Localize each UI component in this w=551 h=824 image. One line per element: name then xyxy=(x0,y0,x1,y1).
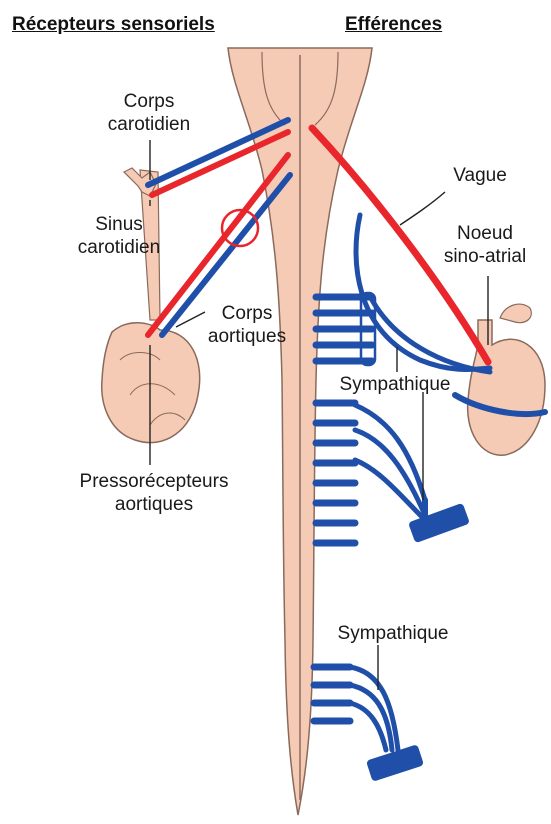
sympathetic-chain-lower xyxy=(314,667,398,750)
heart-right xyxy=(468,320,545,455)
label-sinus-carotidien-line1: Sinus xyxy=(64,213,174,236)
label-pressorecepteurs-line2: aortiques xyxy=(64,493,244,516)
label-pressorecepteurs-line1: Pressorécepteurs xyxy=(64,470,244,493)
label-vague: Vague xyxy=(440,164,520,187)
header-efferents: Efférences xyxy=(345,14,442,36)
label-noeud-line1: Noeud xyxy=(430,222,540,245)
label-corps-aortiques: Corps aortiques xyxy=(192,302,302,348)
header-sensory-receptors: Récepteurs sensoriels xyxy=(12,14,215,36)
label-noeud-line2: sino-atrial xyxy=(430,245,540,268)
label-sympathique-lower: Sympathique xyxy=(323,622,463,645)
label-corps-carotidien-line1: Corps xyxy=(94,90,204,113)
label-sinus-carotidien: Sinus carotidien xyxy=(64,213,174,259)
label-pressorecepteurs: Pressorécepteurs aortiques xyxy=(64,470,244,516)
sympathetic-ganglion-lower xyxy=(366,744,424,782)
label-corps-aortiques-line1: Corps xyxy=(192,302,302,325)
label-corps-carotidien: Corps carotidien xyxy=(94,90,204,136)
heart-right-vessels xyxy=(500,304,531,323)
label-sympathique-upper: Sympathique xyxy=(325,373,465,396)
label-corps-carotidien-line2: carotidien xyxy=(94,113,204,136)
label-noeud-sino-atrial: Noeud sino-atrial xyxy=(430,222,540,268)
label-corps-aortiques-line2: aortiques xyxy=(192,325,302,348)
label-sinus-carotidien-line2: carotidien xyxy=(64,236,174,259)
sympathetic-chain-middle xyxy=(316,403,425,543)
